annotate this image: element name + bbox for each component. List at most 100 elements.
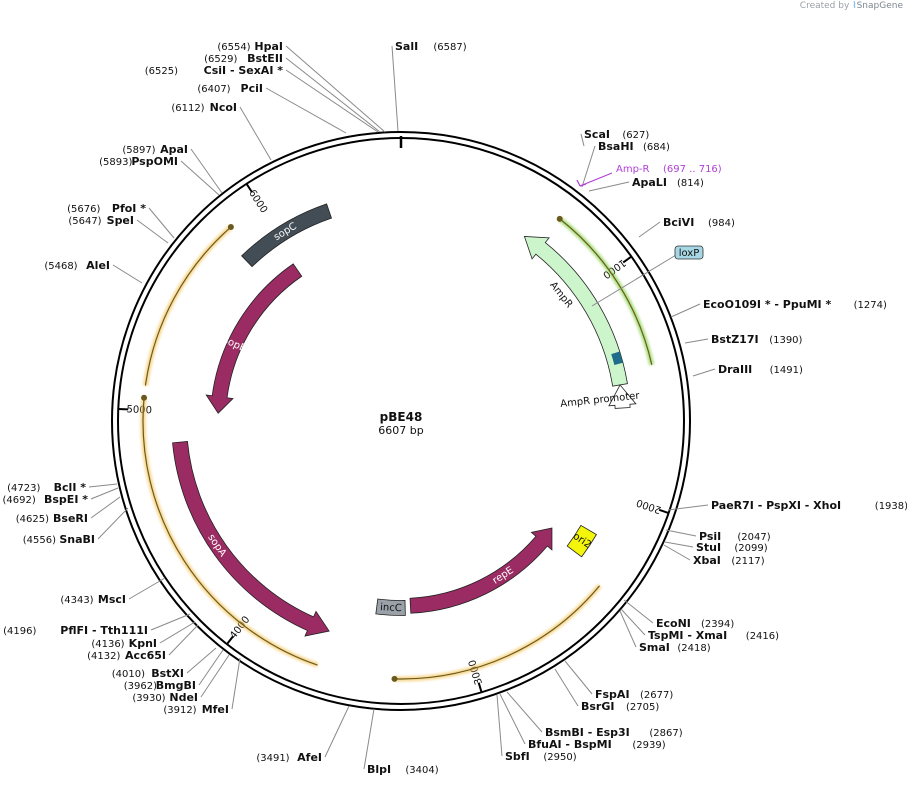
restriction-site[interactable]: ScaI(627) bbox=[584, 128, 649, 141]
site-name: BstZ17I bbox=[711, 333, 759, 346]
restriction-site[interactable]: BlpI(3404) bbox=[367, 763, 439, 776]
restriction-site[interactable]: BstZ17I (1390) bbox=[711, 333, 803, 346]
restriction-site[interactable]: BfuAI - BspMI(2939) bbox=[528, 738, 666, 751]
restriction-site[interactable]: EcoO109I * - PpuMI *(1274) bbox=[703, 298, 887, 311]
site-name: BmgBI bbox=[156, 679, 196, 692]
backbone-outer-ring bbox=[111, 131, 691, 711]
site-position: (2394) bbox=[701, 619, 734, 630]
restriction-site[interactable]: ApaI(5897) bbox=[122, 143, 188, 156]
tick-mark bbox=[658, 508, 669, 514]
feature-repe[interactable] bbox=[409, 527, 553, 614]
site-name: MscI bbox=[98, 593, 126, 606]
restriction-site[interactable]: FspAI(2677) bbox=[595, 688, 673, 701]
restriction-site[interactable]: BseRI(4625) bbox=[16, 512, 88, 525]
restriction-site[interactable]: SpeI(5647) bbox=[68, 214, 134, 227]
site-leader bbox=[239, 106, 272, 161]
restriction-site[interactable]: HpaI(6554) bbox=[217, 40, 283, 53]
feature-loxp[interactable] bbox=[611, 351, 623, 366]
site-position: (1390) bbox=[769, 335, 802, 346]
site-name: TspMI - XmaI bbox=[648, 629, 727, 642]
site-name: PspOMI bbox=[131, 155, 178, 168]
restriction-site[interactable]: SbfI(2950) bbox=[505, 750, 577, 763]
restriction-site[interactable]: PfoI *(5676) bbox=[67, 202, 146, 215]
plasmid-size: 6607 bp bbox=[378, 424, 423, 437]
site-leader bbox=[159, 621, 196, 644]
restriction-site[interactable]: KpnI(4136) bbox=[91, 637, 157, 650]
site-leader bbox=[581, 145, 596, 188]
restriction-site[interactable]: SmaI(2418) bbox=[639, 641, 711, 654]
restriction-site[interactable]: BsmBI - Esp3I(2867) bbox=[545, 726, 683, 739]
restriction-site[interactable]: MfeI(3912) bbox=[163, 703, 229, 716]
feature-sopa[interactable] bbox=[172, 440, 330, 637]
brand-credit: Created by ⌇SnapGene bbox=[800, 1, 903, 11]
site-position: (3930) bbox=[132, 693, 165, 704]
site-name: ScaI bbox=[584, 128, 610, 141]
site-leader bbox=[638, 221, 661, 238]
restriction-site[interactable]: PaeR7I - PspXI - XhoI(1938) bbox=[711, 499, 907, 512]
site-name: AfeI bbox=[297, 751, 322, 764]
site-leader bbox=[684, 338, 709, 344]
restriction-site[interactable]: ApaLI(814) bbox=[632, 176, 704, 189]
site-name: XbaI bbox=[693, 554, 721, 567]
site-name: NcoI bbox=[210, 101, 237, 114]
site-position: (2117) bbox=[731, 556, 764, 567]
site-leader bbox=[88, 483, 118, 488]
restriction-site[interactable]: BmgBI(3962) bbox=[124, 679, 196, 692]
restriction-site[interactable]: PsiI(2047) bbox=[699, 530, 771, 543]
restriction-site[interactable]: PflFI - Tth111I(4196) bbox=[3, 624, 148, 637]
tick-mark bbox=[226, 635, 234, 645]
restriction-site[interactable]: AleI(5468) bbox=[44, 259, 110, 272]
restriction-site[interactable]: BciVI(984) bbox=[663, 216, 735, 229]
feature-sopb[interactable] bbox=[205, 263, 303, 414]
feature-sopc[interactable] bbox=[241, 203, 333, 268]
restriction-site[interactable]: BspEI *(4692) bbox=[3, 493, 89, 506]
feature-ampr-promoter[interactable] bbox=[608, 384, 637, 409]
site-name: Acc65I bbox=[125, 649, 166, 662]
restriction-site[interactable]: MscI(4343) bbox=[60, 593, 126, 606]
feature-ori2[interactable] bbox=[566, 524, 597, 558]
site-position: (2867) bbox=[649, 728, 682, 739]
restriction-site[interactable]: BsaHI(684) bbox=[598, 140, 670, 153]
site-leader bbox=[363, 708, 375, 770]
feature-ampr[interactable] bbox=[523, 236, 628, 387]
restriction-site[interactable]: Acc65I(4132) bbox=[87, 649, 166, 662]
orf-line bbox=[142, 397, 318, 666]
site-leader bbox=[506, 691, 543, 733]
site-position: (684) bbox=[643, 142, 670, 153]
site-leader bbox=[150, 613, 191, 631]
restriction-site[interactable]: PspOMI(5893) bbox=[99, 155, 178, 168]
restriction-site[interactable]: BsrGI(2705) bbox=[581, 700, 659, 713]
restriction-site[interactable]: BclI *(4723) bbox=[7, 481, 86, 494]
restriction-site[interactable]: NcoI(6112) bbox=[171, 101, 237, 114]
restriction-site[interactable]: XbaI (2117) bbox=[693, 554, 765, 567]
restriction-site[interactable]: TspMI - XmaI(2416) bbox=[648, 629, 779, 642]
site-leader bbox=[324, 705, 350, 758]
site-name: DraIII bbox=[718, 363, 752, 376]
site-labels: SalI(6587) HpaI(6554)BstEII(6529)CsiI - S… bbox=[3, 40, 907, 776]
restriction-site[interactable]: CsiI - SexAI *(6525) bbox=[145, 64, 284, 77]
restriction-site[interactable]: BstEII(6529) bbox=[204, 52, 283, 65]
restriction-site[interactable]: PciI(6407) bbox=[197, 82, 263, 95]
primer-arrow-icon bbox=[576, 179, 587, 187]
restriction-site[interactable]: DraIII (1491) bbox=[718, 363, 803, 376]
restriction-site[interactable]: SnaBI(4556) bbox=[23, 533, 95, 546]
site-position: (1491) bbox=[770, 365, 803, 376]
orf-arrow-icon bbox=[141, 394, 148, 401]
feature-incc[interactable] bbox=[375, 598, 406, 616]
restriction-site[interactable]: BstXI(4010) bbox=[112, 667, 184, 680]
site-position: (5468) bbox=[44, 261, 77, 272]
restriction-site[interactable]: StuI (2099) bbox=[696, 541, 768, 554]
site-leader bbox=[265, 87, 347, 134]
restriction-site[interactable]: NdeI(3930) bbox=[132, 691, 198, 704]
restriction-site[interactable]: EcoNI(2394) bbox=[656, 617, 734, 630]
site-leader bbox=[670, 303, 701, 318]
site-leader bbox=[496, 694, 503, 757]
site-name: SpeI bbox=[107, 214, 134, 227]
site-position: (2099) bbox=[734, 543, 767, 554]
plasmid-name: pBE48 bbox=[380, 410, 423, 424]
site-name: StuI bbox=[696, 541, 721, 554]
site-leader bbox=[580, 133, 585, 147]
restriction-site[interactable]: SalI(6587) bbox=[395, 40, 467, 53]
site-leader bbox=[692, 368, 716, 377]
restriction-site[interactable]: AfeI(3491) bbox=[256, 751, 322, 764]
